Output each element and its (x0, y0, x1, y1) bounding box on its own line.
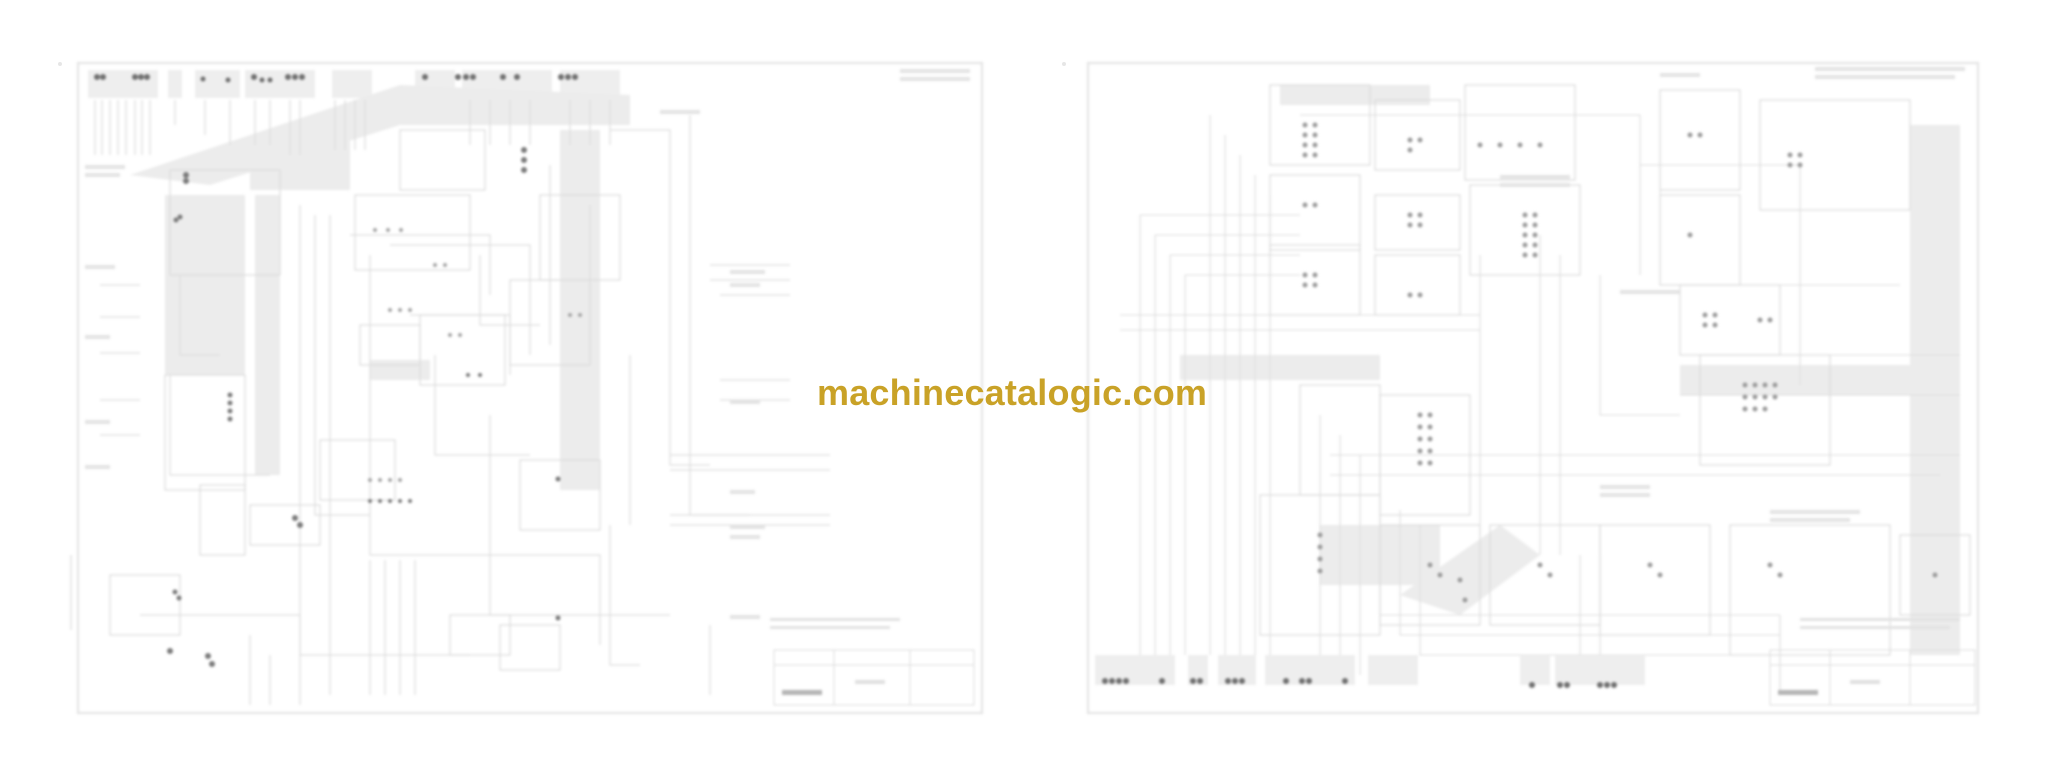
sheet-corner-mark (58, 62, 62, 66)
watermark-text: machinecatalogic.com (817, 372, 1208, 413)
schematic-sheet-right (1080, 55, 1985, 720)
sheet-corner-mark (1062, 62, 1066, 66)
wiring-diagram-right (1087, 62, 1979, 714)
schematic-sheet-left (70, 55, 990, 720)
wiring-diagram-left (70, 62, 983, 714)
